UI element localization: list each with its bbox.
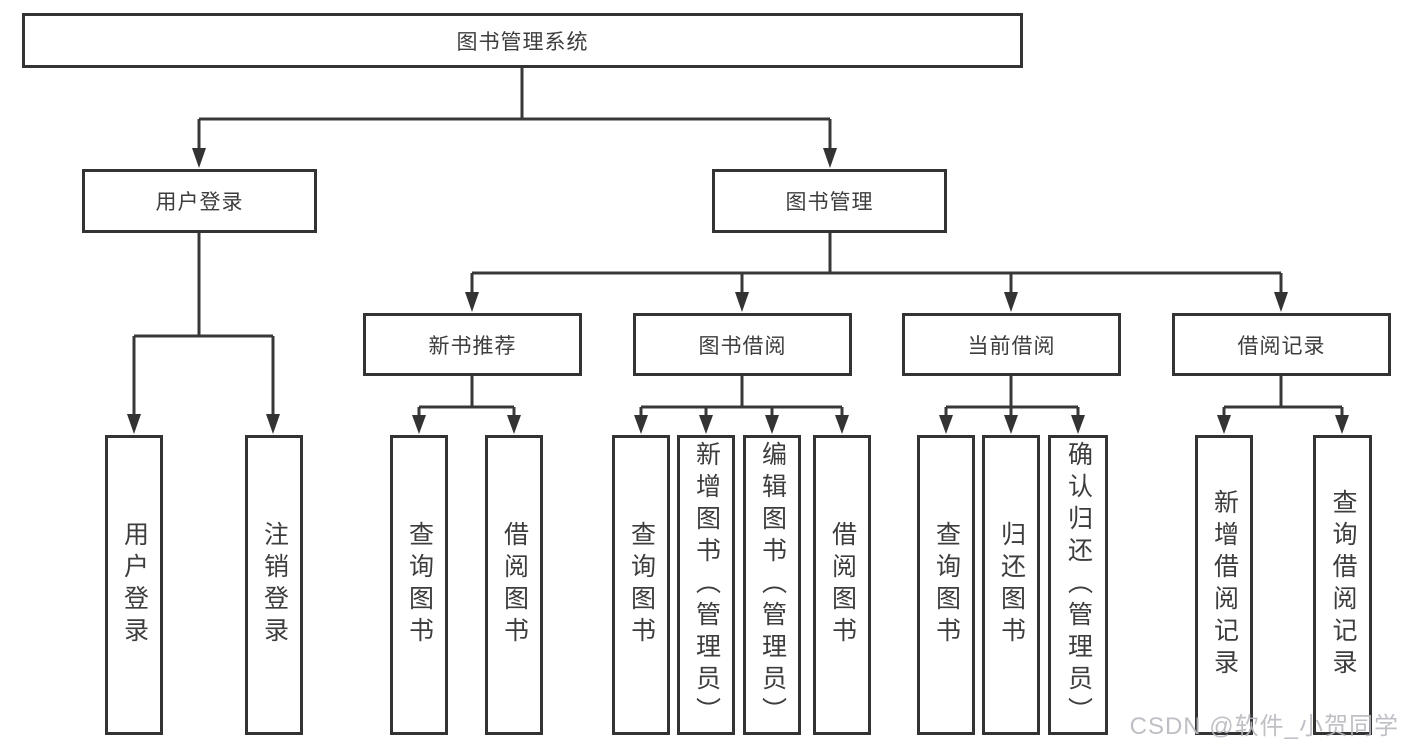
- node-label: 新增借阅记录: [1210, 489, 1239, 681]
- arrowheads: [127, 148, 1349, 434]
- leaf-logout: 注销登录: [245, 435, 303, 735]
- leaf-edit-book-admin: 编辑图书（管理员）: [743, 435, 801, 735]
- node-label: 注销登录: [260, 521, 289, 649]
- leaf-borrow-books: 借阅图书: [813, 435, 871, 735]
- node-label: 图书借阅: [698, 334, 787, 358]
- node-new-book-recommendation: 新书推荐: [363, 313, 582, 376]
- node-label: 图书管理系统: [456, 30, 589, 54]
- node-current-borrowing: 当前借阅: [902, 313, 1121, 376]
- node-label: 查询图书: [405, 521, 434, 649]
- leaf-confirm-return-admin: 确认归还（管理员）: [1048, 435, 1108, 735]
- leaf-user-login: 用户登录: [105, 435, 163, 735]
- node-library-management-system: 图书管理系统: [22, 13, 1023, 68]
- node-label: 查询借阅记录: [1329, 489, 1357, 681]
- node-label: 归还图书: [997, 521, 1026, 649]
- node-label: 查询图书: [627, 521, 656, 649]
- node-label: 借阅图书: [828, 521, 857, 649]
- leaf-add-book-admin: 新增图书（管理员）: [677, 435, 735, 735]
- node-label: 用户登录: [155, 191, 244, 214]
- leaf-return-books: 归还图书: [982, 435, 1040, 735]
- node-book-management: 图书管理: [712, 169, 947, 233]
- leaf-query-books-borrowing: 查询图书: [612, 435, 670, 735]
- node-label: 借阅记录: [1237, 334, 1326, 358]
- node-label: 查询图书: [932, 521, 961, 649]
- leaf-add-borrow-record: 新增借阅记录: [1195, 435, 1253, 735]
- node-label: 用户登录: [120, 521, 149, 649]
- node-label: 确认归还（管理员）: [1064, 441, 1093, 729]
- node-label: 编辑图书（管理员）: [758, 441, 787, 729]
- node-label: 图书管理: [785, 191, 874, 214]
- leaf-borrow-books-recommend: 借阅图书: [485, 435, 543, 735]
- node-user-login-group: 用户登录: [82, 169, 317, 233]
- leaf-query-books-recommend: 查询图书: [390, 435, 448, 735]
- node-label: 当前借阅: [967, 334, 1056, 358]
- node-label: 新书推荐: [428, 334, 517, 358]
- csdn-watermark: CSDN @软件_小贺同学: [1129, 713, 1399, 740]
- node-label: 借阅图书: [500, 521, 529, 649]
- leaf-query-books-current: 查询图书: [917, 435, 975, 735]
- leaf-query-borrow-record: 查询借阅记录: [1313, 435, 1372, 735]
- node-borrowing-records: 借阅记录: [1172, 313, 1391, 376]
- node-book-borrowing: 图书借阅: [633, 313, 852, 376]
- node-label: 新增图书（管理员）: [692, 441, 721, 729]
